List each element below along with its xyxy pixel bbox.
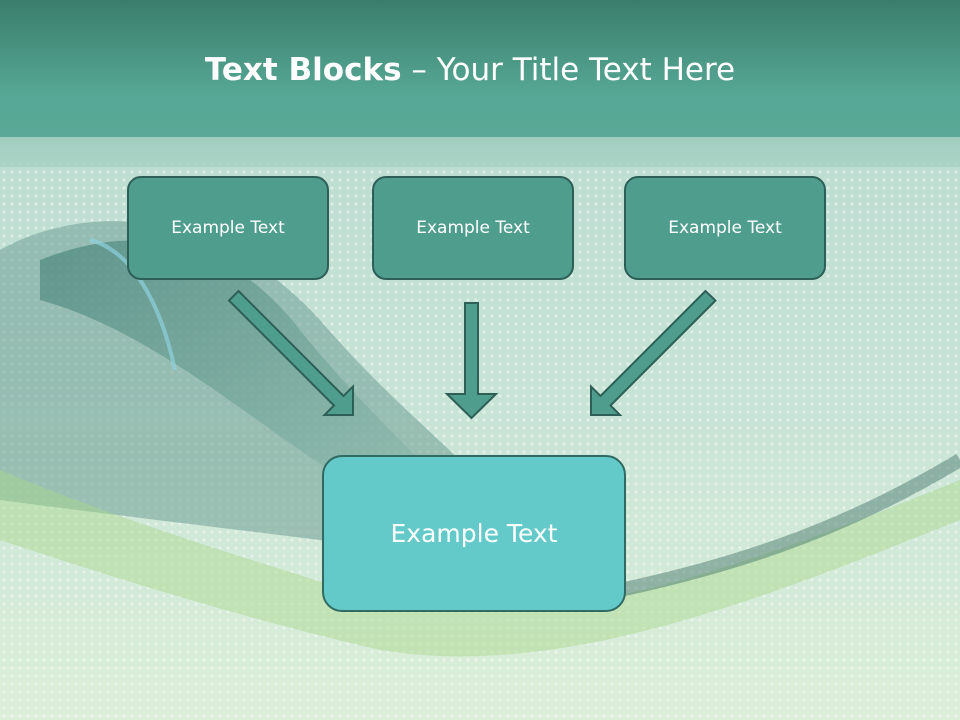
target-text-block-label: Example Text [390, 519, 558, 548]
slide-title: Text Blocks – Your Title Text Here [0, 52, 940, 88]
title-bar [0, 0, 960, 137]
text-block-left[interactable]: Example Text [127, 176, 329, 280]
text-block-center[interactable]: Example Text [372, 176, 574, 280]
text-block-label: Example Text [171, 218, 285, 238]
arrow-center-to-target [444, 302, 499, 420]
text-block-label: Example Text [668, 218, 782, 238]
slide-title-bold: Text Blocks [204, 52, 402, 88]
text-block-label: Example Text [416, 218, 530, 238]
arrow-left-to-target [227, 289, 354, 416]
slide-title-rest: – Your Title Text Here [401, 52, 736, 88]
title-bar-strip [0, 137, 960, 167]
target-text-block[interactable]: Example Text [322, 455, 626, 612]
text-block-right[interactable]: Example Text [624, 176, 826, 280]
arrow-right-to-target [590, 289, 717, 416]
